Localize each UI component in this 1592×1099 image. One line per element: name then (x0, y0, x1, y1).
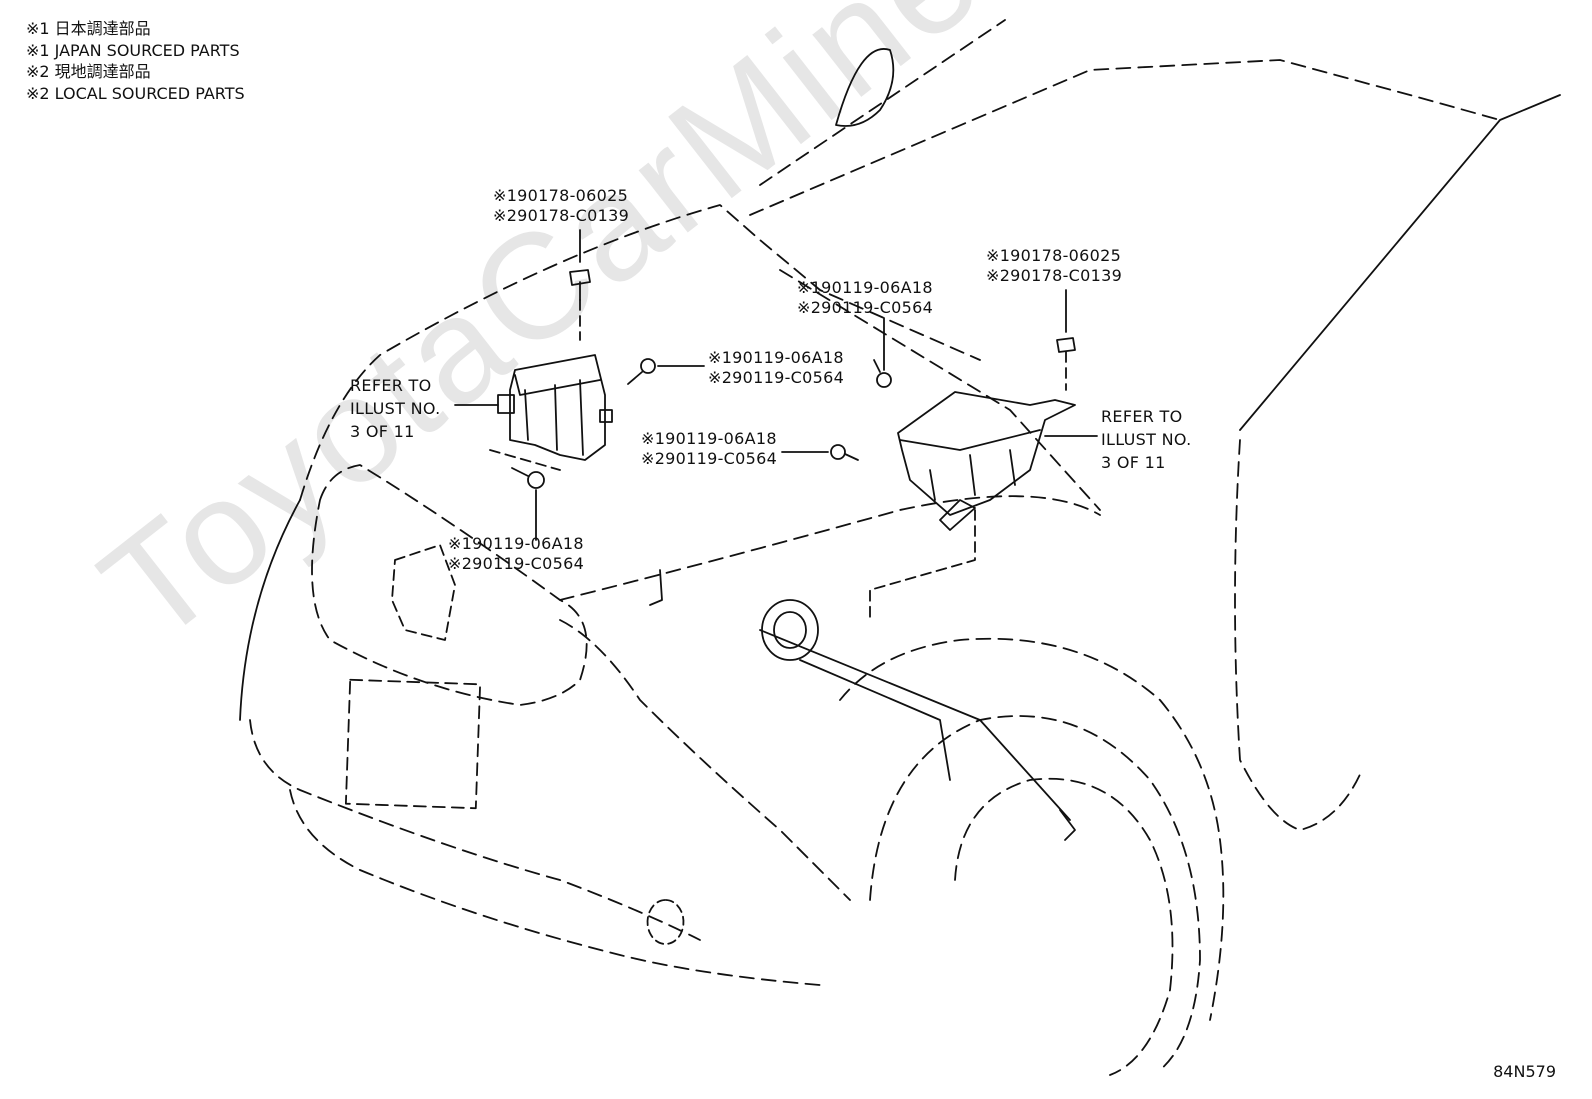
tire-outer (869, 715, 1201, 1071)
nut-top-left (569, 269, 591, 301)
legend-line-2: ※1 JAPAN SOURCED PARTS (26, 40, 240, 60)
hood-crease (779, 269, 1101, 511)
fender-side (1234, 439, 1363, 831)
a-pillar (1239, 94, 1561, 431)
refer-line: ILLUST NO. (1101, 430, 1192, 449)
right-module (897, 391, 1076, 531)
left-module (497, 354, 613, 461)
bolt-center (830, 444, 859, 461)
license-plate (344, 678, 482, 810)
part-number: ※190119-06A18 (708, 348, 844, 367)
bumper-lower (289, 789, 821, 986)
refer-line: 3 OF 11 (1101, 453, 1166, 472)
hood-front-edge (559, 495, 1101, 601)
legend-line-1: ※1 日本調達部品 (26, 19, 151, 38)
wheel-arch (839, 637, 1225, 1021)
grille-outline (311, 464, 588, 706)
bolt-lower-left (511, 467, 545, 489)
refer-line: REFER TO (1101, 407, 1183, 426)
part-number: ※290119-C0564 (708, 368, 845, 387)
legend-line-3: ※2 現地調達部品 (26, 62, 151, 81)
part-number: ※190178-06025 (986, 246, 1122, 265)
callout-bolt-top-right[interactable]: ※190119-06A18 ※290119-C0564 (797, 278, 933, 318)
center-assembly (649, 569, 1076, 841)
callout-bolt-upper-left[interactable]: ※190119-06A18 ※290119-C0564 (708, 348, 844, 388)
bolt-upper-left (627, 358, 656, 385)
part-number: ※190119-06A18 (448, 534, 584, 553)
callout-bolt-bottom-left[interactable]: ※190119-06A18 ※290119-C0564 (448, 534, 584, 574)
emblem (391, 544, 456, 641)
part-number: ※190119-06A18 (641, 429, 777, 448)
tire-inner (954, 777, 1174, 1076)
fog-lamp (646, 899, 685, 945)
bolt-upper-mid (873, 359, 892, 388)
refer-line: 3 OF 11 (350, 422, 415, 441)
part-number: ※290178-C0139 (986, 266, 1123, 285)
refer-line: REFER TO (350, 376, 432, 395)
dash-link-4 (869, 509, 976, 621)
headlight (559, 619, 851, 901)
part-number: ※190178-06025 (493, 186, 629, 205)
nut-right (1056, 337, 1076, 353)
refer-note-right[interactable]: REFER TO ILLUST NO. 3 OF 11 (1101, 405, 1191, 474)
callout-nut-right[interactable]: ※190178-06025 ※290178-C0139 (986, 246, 1122, 286)
dash-link-3 (489, 449, 561, 471)
side-body-left (239, 499, 301, 721)
illustration-code: 84N579 (1493, 1062, 1556, 1081)
callout-top-nut[interactable]: ※190178-06025 ※290178-C0139 (493, 186, 629, 226)
windshield-inner (749, 59, 1501, 216)
hood-outline (299, 204, 981, 501)
part-number: ※290178-C0139 (493, 206, 630, 225)
callout-bolt-middle[interactable]: ※190119-06A18 ※290119-C0564 (641, 429, 777, 469)
refer-line: ILLUST NO. (350, 399, 441, 418)
part-number: ※290119-C0564 (641, 449, 778, 468)
part-number: ※190119-06A18 (797, 278, 933, 297)
windshield-frame (759, 19, 1006, 186)
front-bumper (249, 719, 701, 941)
legend-line-4: ※2 LOCAL SOURCED PARTS (26, 83, 245, 103)
part-number: ※290119-C0564 (797, 298, 934, 317)
refer-note-left[interactable]: REFER TO ILLUST NO. 3 OF 11 (350, 374, 440, 443)
side-mirror (835, 48, 895, 127)
part-number: ※290119-C0564 (448, 554, 585, 573)
parts-legend: ※1 日本調達部品 ※1 JAPAN SOURCED PARTS ※2 現地調達… (26, 18, 245, 104)
